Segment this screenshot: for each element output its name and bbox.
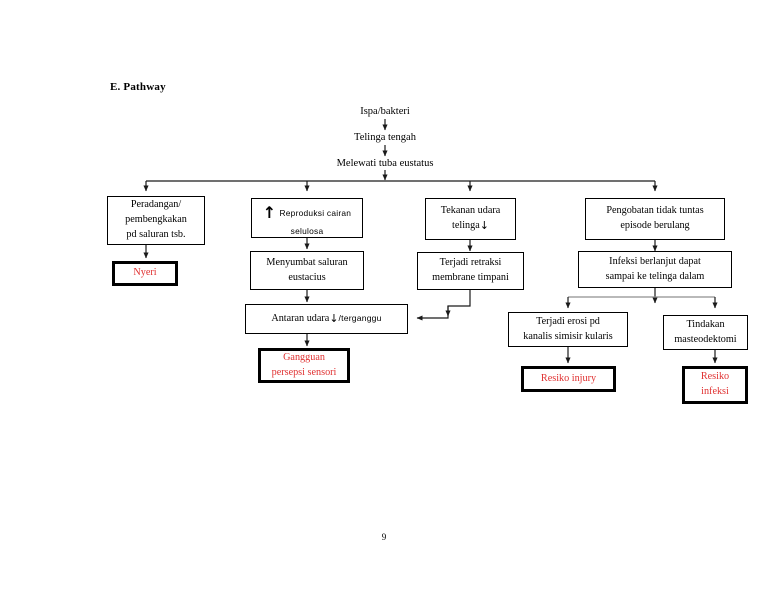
box-line: Terjadi erosi pd: [536, 315, 600, 327]
box-tekanan-udara-telinga[interactable]: Tekanan udara telinga↓: [425, 198, 516, 240]
connector-retraksi-to-antaran: [416, 290, 471, 321]
box-line: sampai ke telinga dalam: [605, 270, 705, 282]
arrow-down-icon: ↓: [329, 311, 339, 325]
box-line: Tindakan: [686, 318, 725, 330]
box-line: persepsi sensori: [271, 366, 337, 378]
box-terjadi-retraksi-membrane-timpani[interactable]: Terjadi retraksi membrane timpani: [417, 252, 524, 290]
box-line: infeksi: [701, 386, 729, 397]
box-diagnosis-gangguan-persepsi-sensori[interactable]: Gangguan persepsi sensori: [258, 348, 350, 383]
box-line: terganggu: [341, 312, 382, 323]
box-line-with-arrow: telinga↓: [429, 219, 512, 234]
box-infeksi-berlanjut[interactable]: Infeksi berlanjut dapat sampai ke teling…: [578, 251, 732, 288]
node-telinga-tengah: Telinga tengah: [354, 132, 416, 143]
page-title: E. Pathway: [110, 81, 166, 93]
box-menyumbat-saluran-eustacius[interactable]: Menyumbat saluran eustacius: [250, 251, 364, 290]
box-line: masteodektomi: [674, 333, 737, 345]
box-tindakan-masteodektomi[interactable]: Tindakan masteodektomi: [663, 315, 748, 350]
box-line: Gangguan: [283, 351, 325, 363]
box-line: eustacius: [288, 271, 326, 283]
box-line: Terjadi retraksi: [439, 257, 502, 269]
node-ispa-bakteri: Ispa/bakteri: [360, 106, 410, 117]
box-line: pembengkakan: [125, 214, 187, 226]
box-line: Menyumbat saluran: [266, 256, 348, 268]
box-antaran-udara-terganggu[interactable]: Antaran udara↓/terganggu: [245, 304, 408, 334]
box-line: Antaran udara: [271, 312, 330, 324]
arrow-up-icon: ↑: [262, 203, 277, 223]
box-line-with-arrow: Antaran udara↓/terganggu: [249, 312, 404, 327]
box-line: episode berulang: [620, 220, 690, 231]
box-line: Resiko injury: [540, 372, 597, 384]
box-reproduksi-cairan-selulosa[interactable]: ↑Reproduksi cairan selulosa: [251, 198, 363, 238]
box-terjadi-erosi-kanalis[interactable]: Terjadi erosi pd kanalis simisir kularis: [508, 312, 628, 347]
box-line: Tekanan udara: [440, 205, 501, 217]
box-diagnosis-resiko-injury[interactable]: Resiko injury: [521, 366, 616, 392]
box-line: Nyeri: [133, 267, 157, 279]
box-line: pd saluran tsb.: [126, 228, 186, 240]
box-pengobatan-tidak-tuntas[interactable]: Pengobatan tidak tuntas episode berulang: [585, 198, 725, 240]
box-line: membrane timpani: [432, 272, 509, 283]
box-line: Reproduksi cairan: [279, 208, 352, 219]
box-peradangan-pembengkakan[interactable]: Peradangan/ pembengkakan pd saluran tsb.: [107, 196, 205, 245]
node-melewati-tuba-eustatus: Melewati tuba eustatus: [336, 158, 434, 169]
box-line: Peradangan/: [130, 199, 182, 211]
slash-separator: /: [338, 312, 342, 323]
box-diagnosis-nyeri[interactable]: Nyeri: [112, 261, 178, 286]
box-line: Pengobatan tidak tuntas: [606, 205, 704, 217]
box-line: selulosa: [290, 226, 324, 237]
arrow-down-icon: ↓: [479, 219, 489, 232]
box-line: kanalis simisir kularis: [523, 330, 613, 342]
box-line: telinga: [452, 220, 480, 231]
box-line: Infeksi berlanjut dapat: [609, 255, 701, 267]
box-line: Resiko: [700, 371, 730, 383]
page-number: 9: [381, 532, 387, 542]
box-diagnosis-resiko-infeksi[interactable]: Resiko infeksi: [682, 366, 748, 404]
box-line-with-arrow: ↑Reproduksi cairan: [255, 197, 359, 224]
